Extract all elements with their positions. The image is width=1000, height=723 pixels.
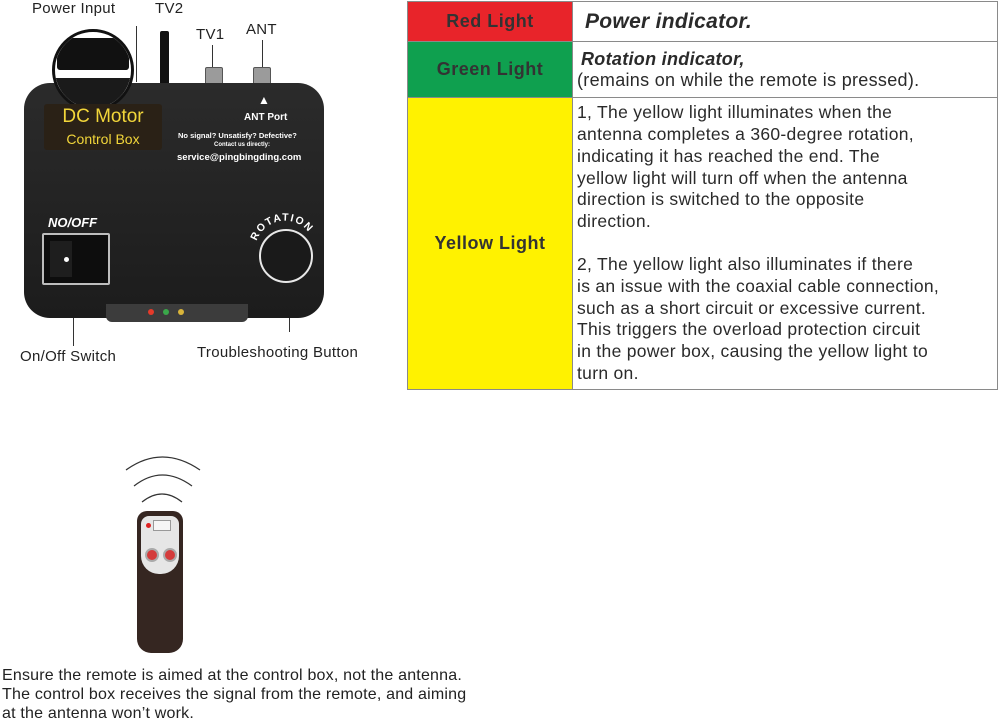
tv2-cable xyxy=(160,31,169,87)
red-light-label: Red Light xyxy=(446,11,534,31)
device-name-line1: DC Motor xyxy=(62,106,144,127)
on-off-switch-label: On/Off Switch xyxy=(20,348,117,365)
yellow-p2-line: 2, The yellow light also illuminates if … xyxy=(577,254,914,275)
yellow-p2-line: in the power box, causing the yellow lig… xyxy=(577,341,929,362)
device-name-plate: DC Motor Control Box xyxy=(44,104,162,150)
yellow-p1-line: direction is switched to the opposite xyxy=(577,189,865,210)
yellow-light-cell: Yellow Light xyxy=(407,97,573,390)
red-light-description: Power indicator. xyxy=(585,9,753,33)
ant-leader-line xyxy=(262,40,263,67)
yellow-p2-line: such as a short circuit or excessive cur… xyxy=(577,297,927,318)
remote-instruction-line: The control box receives the signal from… xyxy=(2,686,467,703)
remote-instruction-line: Ensure the remote is aimed at the contro… xyxy=(2,667,462,684)
red-light-description-cell: Power indicator. xyxy=(572,1,998,42)
ant-port-label: ANT Port xyxy=(244,112,288,123)
troubleshooting-button-label: Troubleshooting Button xyxy=(197,344,359,361)
device-name-line2: Control Box xyxy=(66,131,140,147)
tv1-leader-line xyxy=(212,45,213,67)
power-input-leader-line xyxy=(136,26,137,82)
tv2-label: TV2 xyxy=(155,0,184,17)
yellow-light-label: Yellow Light xyxy=(434,233,546,253)
red-led xyxy=(148,309,154,315)
yellow-p2-line: is an issue with the coaxial cable conne… xyxy=(577,276,940,297)
on-off-switch xyxy=(42,233,110,285)
green-light-description-note: (remains on while the remote is pressed)… xyxy=(577,69,920,90)
support-email: service@pingbingding.com xyxy=(177,152,302,163)
green-light-row: Green Light Rotation indicator, (remains… xyxy=(407,41,998,98)
yellow-p1-line: antenna completes a 360-degree rotation, xyxy=(577,124,914,145)
yellow-light-row: Yellow Light 1, The yellow light illumin… xyxy=(407,97,998,390)
remote-instruction-line: at the antenna won’t work. xyxy=(2,705,194,722)
light-indicator-table: Red Light Power indicator. Green Light R… xyxy=(407,1,998,390)
power-input-zoom xyxy=(52,29,134,111)
green-light-label: Green Light xyxy=(436,59,544,79)
yellow-p1-line: indicating it has reached the end. The xyxy=(577,145,880,166)
green-led xyxy=(163,309,169,315)
yellow-p1-line: 1, The yellow light illuminates when the xyxy=(577,102,893,123)
contact-line: Contact us directly: xyxy=(214,142,271,148)
green-light-description-title: Rotation indicator, xyxy=(581,48,745,69)
signal-waves-icon xyxy=(125,456,201,503)
remote-logo xyxy=(153,520,171,531)
led-panel xyxy=(106,304,248,322)
red-light-row: Red Light Power indicator. xyxy=(407,1,998,42)
power-socket xyxy=(55,78,131,108)
switch-indicator-dot xyxy=(64,257,69,262)
remote-instruction: Ensure the remote is aimed at the contro… xyxy=(2,666,466,723)
yellow-p2-line: turn on. xyxy=(577,362,639,383)
yellow-light-paragraph-2: 2, The yellow light also illuminates if … xyxy=(577,254,997,384)
yellow-p1-line: yellow light will turn off when the ante… xyxy=(577,167,908,188)
yellow-light-paragraph-1: 1, The yellow light illuminates when the… xyxy=(577,102,997,232)
green-light-cell: Green Light xyxy=(407,41,573,98)
support-question: No signal? Unsatisfy? Defective? xyxy=(178,131,297,140)
yellow-p2-line: This triggers the overload protection ci… xyxy=(577,319,921,340)
remote-status-led xyxy=(146,523,151,528)
switch-rocker xyxy=(50,241,72,277)
remote-left-button xyxy=(145,548,159,562)
up-arrow-icon: ▲ xyxy=(258,93,270,107)
power-plug xyxy=(57,38,129,70)
yellow-light-description-cell: 1, The yellow light illuminates when the… xyxy=(572,97,998,390)
troubleshooting-button xyxy=(259,229,313,283)
switch-label: NO/OFF xyxy=(48,215,98,230)
yellow-led xyxy=(178,309,184,315)
remote-right-button xyxy=(163,548,177,562)
power-input-label: Power Input xyxy=(32,0,116,17)
green-light-description-cell: Rotation indicator, (remains on while th… xyxy=(572,41,998,98)
yellow-p1-line: direction. xyxy=(577,210,652,231)
ant-label: ANT xyxy=(246,21,277,38)
red-light-cell: Red Light xyxy=(407,1,573,42)
tv1-label: TV1 xyxy=(196,26,225,43)
